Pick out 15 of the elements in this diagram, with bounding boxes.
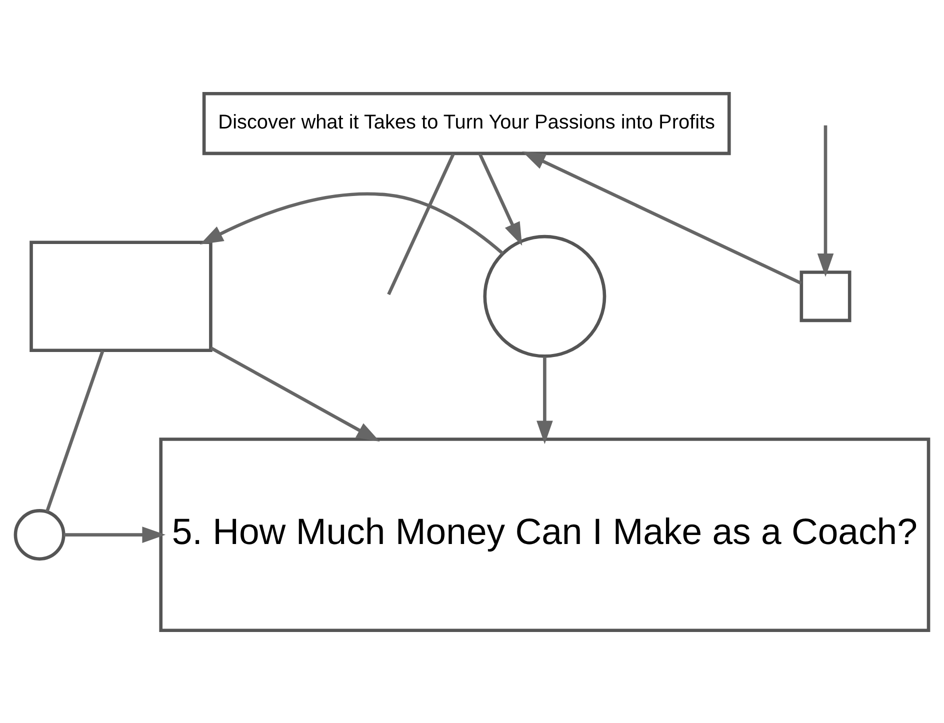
arrow	[64, 526, 166, 542]
node-box	[800, 270, 852, 322]
arrow	[522, 150, 802, 284]
node-box	[30, 240, 212, 352]
connector	[45, 350, 104, 512]
arrow	[536, 356, 553, 444]
node-box: Discover what it Takes to Turn Your Passions into Profits	[202, 91, 731, 155]
arrow	[200, 192, 504, 254]
arrow	[817, 124, 834, 276]
node-circle	[14, 508, 66, 560]
node-circle	[483, 234, 606, 358]
arrow	[478, 152, 522, 246]
arrow	[210, 346, 380, 442]
connector	[387, 152, 455, 295]
node-box: 5. How Much Money Can I Make as a Coach?	[159, 437, 930, 632]
